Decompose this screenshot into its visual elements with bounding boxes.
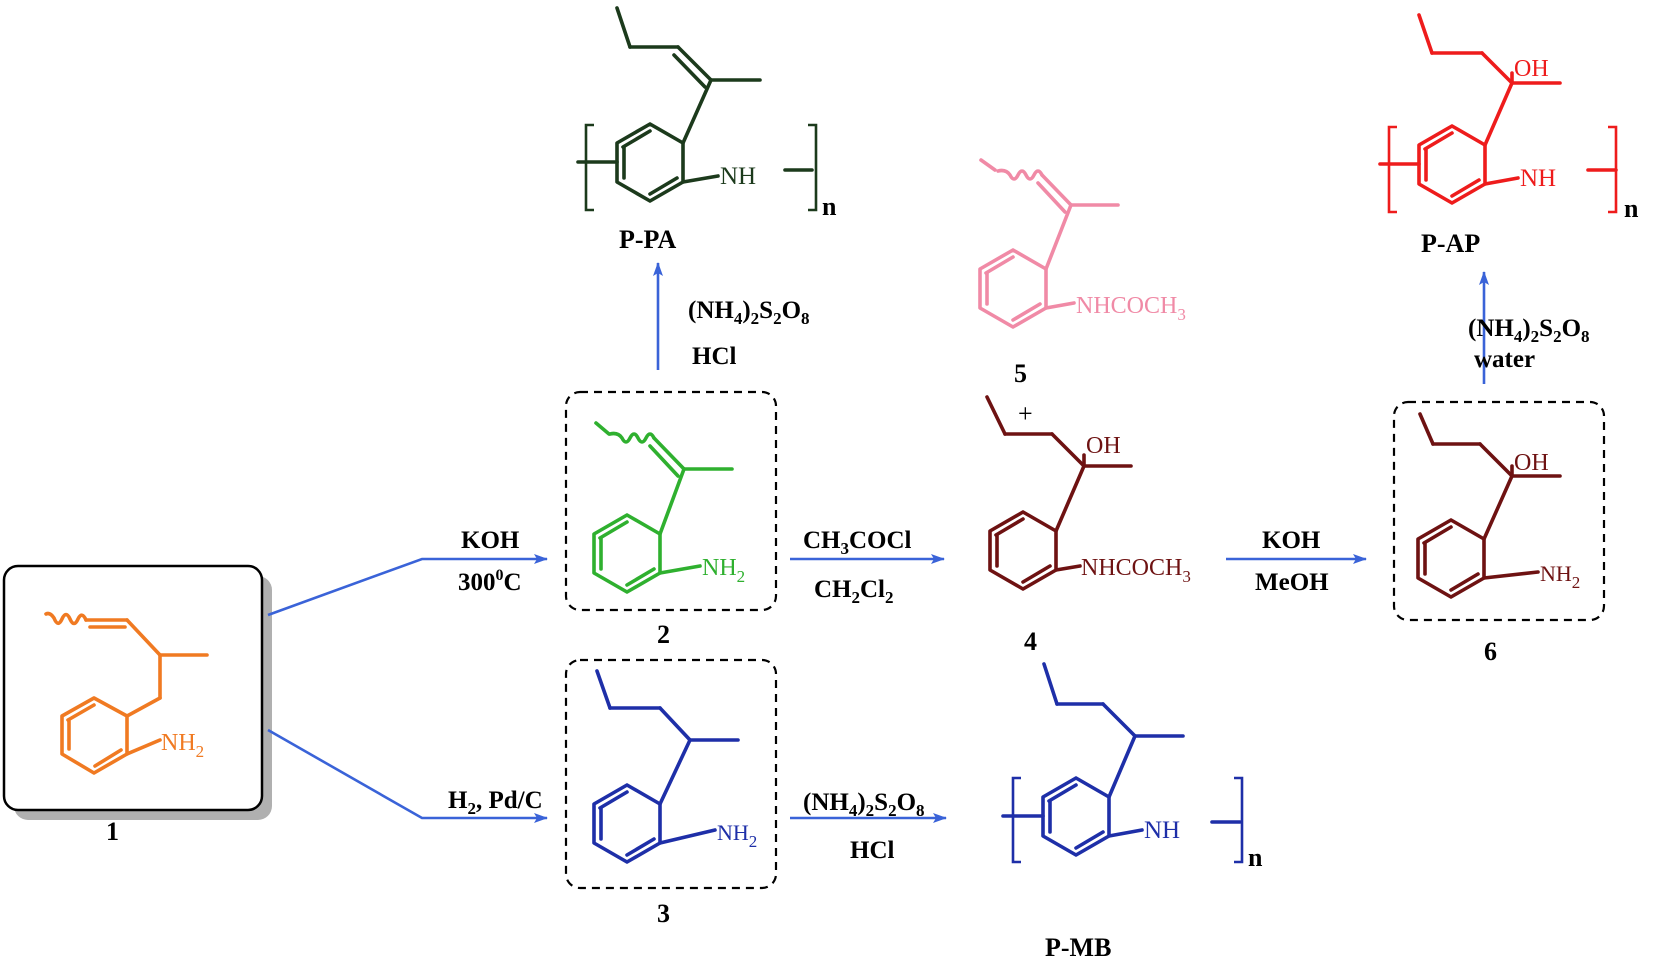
compound-5: NHCOCH3 5 + [978, 158, 1186, 428]
reagent-acetyl-chloride: CH3COCl [803, 527, 912, 558]
reagent-koh: KOH [461, 527, 520, 554]
p-pa-repeat-n: n [822, 192, 837, 221]
compound-3-label: 3 [657, 899, 670, 928]
compound-4-structure [985, 395, 1133, 591]
compound-6-label: 6 [1484, 637, 1497, 666]
compound-4-acetamide: NHCOCH3 [1081, 555, 1191, 586]
p-mb-label: P-MB [1045, 933, 1111, 962]
compound-3-structure [592, 669, 740, 864]
reagent-persulfate-ppa: (NH4)2S2O8 [688, 297, 810, 328]
dashed-box [564, 658, 778, 890]
reagent-dichloromethane: CH2Cl2 [814, 576, 894, 607]
compound-2: NH2 2 [564, 390, 778, 649]
compound-6-amine: NH2 [1540, 561, 1580, 592]
p-mb-repeat-n: n [1248, 843, 1263, 872]
compound-6-structure [1416, 412, 1562, 599]
compound-6: OH NH2 6 [1392, 400, 1606, 666]
reagent-water: water [1474, 346, 1535, 373]
polymer-p-mb: NH n P-MB [1001, 662, 1263, 962]
p-ap-repeat-n: n [1624, 194, 1639, 223]
compound-5-acetamide: NHCOCH3 [1076, 293, 1186, 324]
p-ap-nh: NH [1520, 165, 1556, 192]
reagent-persulfate-pap: (NH4)2S2O8 [1468, 315, 1590, 346]
compound-3: NH2 3 [564, 658, 778, 928]
compound-5-label: 5 [1014, 359, 1027, 388]
arrow-1-to-3 [267, 728, 548, 823]
reaction-arrows [267, 262, 1489, 823]
p-mb-structure [1001, 662, 1242, 857]
polymer-p-ap: OH NH n P-AP [1378, 13, 1639, 258]
p-ap-structure [1378, 13, 1618, 205]
p-pa-label: P-PA [619, 225, 676, 254]
reagent-methanol: MeOH [1255, 569, 1329, 596]
bracket-left [1387, 125, 1397, 214]
compound-6-hydroxyl: OH [1514, 450, 1549, 476]
compound-1: NH2 1 [2, 564, 272, 846]
solid-box [2, 564, 264, 812]
dashed-box [1392, 400, 1606, 622]
bracket-right [1234, 776, 1244, 864]
compound-4-label: 4 [1024, 627, 1037, 656]
compound-3-amine: NH2 [717, 820, 757, 851]
compound-2-amine: NH2 [702, 555, 745, 586]
p-mb-nh: NH [1144, 817, 1180, 844]
arrow-1-to-2 [267, 554, 548, 617]
p-ap-label: P-AP [1421, 229, 1480, 258]
dashed-box [564, 390, 778, 612]
bracket-right [808, 123, 818, 212]
compound-4-hydroxyl: OH [1086, 433, 1121, 459]
reagent-hcl-ppa: HCl [692, 343, 737, 370]
plus-sign: + [1018, 399, 1033, 428]
reagent-hcl-pmb: HCl [850, 837, 895, 864]
bracket-right [1608, 125, 1618, 214]
reagent-persulfate-pmb: (NH4)2S2O8 [803, 789, 925, 820]
compound-1-structure [44, 611, 209, 775]
reagent-koh-2: KOH [1262, 527, 1321, 554]
compound-2-structure [592, 421, 734, 594]
p-pa-structure [576, 6, 814, 203]
polymer-p-pa: NH n P-PA [576, 6, 837, 254]
reagent-hydrogenation: H2, Pd/C [448, 787, 543, 818]
bracket-left [584, 123, 594, 212]
p-ap-hydroxyl: OH [1514, 56, 1549, 82]
compound-1-label: 1 [106, 817, 119, 846]
compound-2-label: 2 [657, 620, 670, 649]
p-pa-nh: NH [720, 163, 756, 190]
compound-5-structure [978, 158, 1120, 329]
reagent-temperature: 3000C [458, 567, 522, 596]
compound-1-amine: NH2 [161, 730, 204, 761]
compound-4: OH NHCOCH3 4 [985, 395, 1191, 656]
reagent-labels: KOH 3000C H2, Pd/C (NH4)2S2O8 HCl CH3COC… [448, 297, 1590, 864]
bracket-left [1011, 776, 1021, 864]
